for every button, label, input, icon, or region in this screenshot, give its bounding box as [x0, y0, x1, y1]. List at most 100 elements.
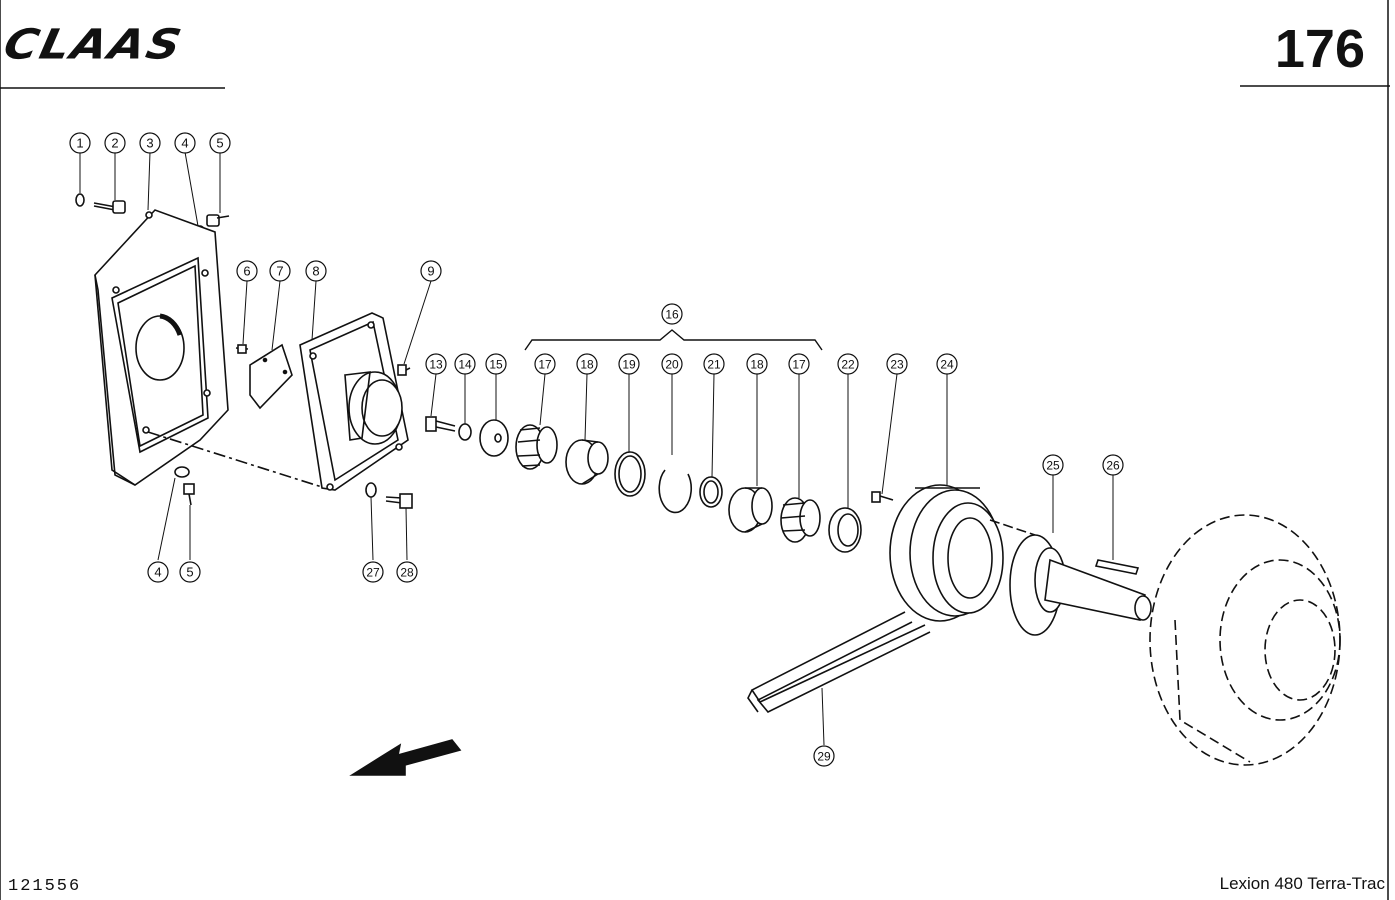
- callout-label: 14: [458, 358, 472, 372]
- callout-circle: [362, 561, 384, 583]
- callout-16: 16: [661, 303, 683, 325]
- bearing-cup-18-left: [565, 439, 609, 485]
- callout-circle: [1102, 454, 1124, 476]
- callout-27: 27: [362, 561, 384, 583]
- callout-3: 3: [139, 132, 161, 154]
- callout-18: 18: [746, 353, 768, 375]
- callout-circle: [236, 260, 258, 282]
- callout-29: 29: [813, 745, 835, 767]
- callout-label: 25: [1046, 459, 1060, 473]
- washer-14: [458, 423, 472, 441]
- callout-label: 26: [1106, 459, 1120, 473]
- washer-27: [365, 482, 377, 498]
- callout-5: 5: [179, 561, 201, 583]
- callout-26: 26: [1102, 454, 1124, 476]
- screw-6: [235, 344, 249, 354]
- mounting-plate-3: [94, 209, 229, 486]
- bolt-28: [385, 493, 413, 509]
- callout-circle: [174, 132, 196, 154]
- direction-arrow: [349, 739, 462, 776]
- bolt-13: [425, 416, 456, 432]
- callout-6: 6: [236, 260, 258, 282]
- grease-nipple-9: [397, 364, 411, 376]
- callout-24: 24: [936, 353, 958, 375]
- callout-label: 17: [792, 358, 806, 372]
- roller-bearing-17-left: [515, 424, 558, 470]
- callout-circle: [886, 353, 908, 375]
- seal-22: [828, 507, 862, 553]
- callout-circle: [420, 260, 442, 282]
- callout-circle: [837, 353, 859, 375]
- callout-label: 13: [429, 358, 443, 372]
- callout-label: 9: [427, 264, 434, 279]
- spacer-15: [479, 419, 509, 457]
- callout-circle: [147, 561, 169, 583]
- callout-circle: [788, 353, 810, 375]
- callout-label: 7: [276, 264, 283, 279]
- model-name: Lexion 480 Terra-Trac: [1219, 874, 1385, 893]
- callout-circle: [396, 561, 418, 583]
- callout-17: 17: [788, 353, 810, 375]
- callout-28: 28: [396, 561, 418, 583]
- pulley-axis-line: [989, 519, 1036, 536]
- callout-19: 19: [618, 353, 640, 375]
- callout-circle: [661, 353, 683, 375]
- key-26: [1094, 559, 1140, 575]
- roller-bearing-17-right: [780, 497, 821, 543]
- callout-circle: [104, 132, 126, 154]
- callout-22: 22: [837, 353, 859, 375]
- callout-label: 4: [154, 565, 161, 580]
- callout-label: 19: [622, 358, 636, 372]
- group-bracket-16: [524, 329, 823, 351]
- gasket-7: [249, 343, 293, 410]
- bolt-5-top: [206, 214, 230, 227]
- callout-label: 17: [538, 358, 552, 372]
- callout-15: 15: [485, 353, 507, 375]
- callout-circle: [269, 260, 291, 282]
- callout-17: 17: [534, 353, 556, 375]
- callout-label: 18: [750, 358, 764, 372]
- callout-7: 7: [269, 260, 291, 282]
- leader-lines: [79, 151, 1114, 746]
- bolt-2: [93, 200, 126, 214]
- callout-14: 14: [454, 353, 476, 375]
- callout-circle: [305, 260, 327, 282]
- callout-label: 15: [489, 358, 503, 372]
- callout-5: 5: [209, 132, 231, 154]
- callout-label: 27: [366, 566, 380, 580]
- callout-label: 18: [580, 358, 594, 372]
- callout-circle: [179, 561, 201, 583]
- callout-4: 4: [147, 561, 169, 583]
- callout-25: 25: [1042, 454, 1064, 476]
- callout-23: 23: [886, 353, 908, 375]
- callout-label: 5: [216, 136, 223, 151]
- callout-circle: [746, 353, 768, 375]
- callout-circle: [576, 353, 598, 375]
- callout-18: 18: [576, 353, 598, 375]
- callout-circle: [534, 353, 556, 375]
- callout-label: 5: [186, 565, 193, 580]
- callout-circle: [454, 353, 476, 375]
- callout-1: 1: [69, 132, 91, 154]
- callout-13: 13: [425, 353, 447, 375]
- snap-ring-20: [658, 469, 693, 514]
- callout-circle: [661, 303, 683, 325]
- callout-circle: [813, 745, 835, 767]
- callout-label: 28: [400, 566, 414, 580]
- callout-4: 4: [174, 132, 196, 154]
- callout-label: 3: [146, 136, 153, 151]
- callout-label: 20: [665, 358, 679, 372]
- callout-label: 21: [707, 358, 721, 372]
- callout-circle: [69, 132, 91, 154]
- callout-circle: [485, 353, 507, 375]
- screw-23: [871, 491, 894, 503]
- document-number: 121556: [8, 877, 82, 896]
- parts: [75, 193, 1341, 776]
- callout-label: 6: [243, 264, 250, 279]
- callout-circle: [936, 353, 958, 375]
- callout-circle: [703, 353, 725, 375]
- v-belt-29: [747, 611, 931, 713]
- callout-label: 23: [890, 358, 904, 372]
